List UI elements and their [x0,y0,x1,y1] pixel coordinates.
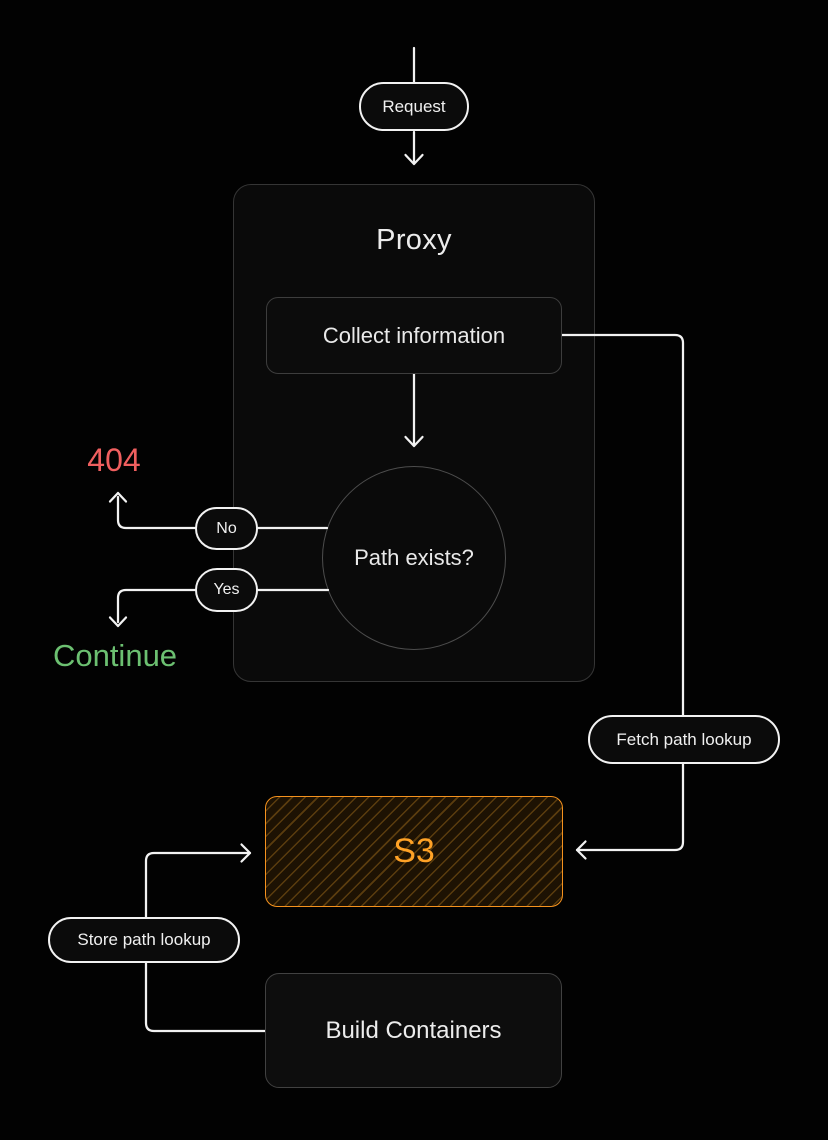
connector-yes-to-continue [116,588,197,624]
s3-node: S3 [265,796,563,907]
arrowhead-right-s3 [240,843,252,863]
build-containers-node: Build Containers [265,973,562,1088]
proxy-title: Proxy [376,224,452,256]
collect-information-label: Collect information [322,322,506,348]
error-404-label: 404 [87,442,141,478]
no-branch-pill: No [195,507,258,550]
path-exists-label: Path exists? [354,545,474,570]
s3-label: S3 [393,832,435,870]
fetch-path-lookup-pill: Fetch path lookup [588,715,780,764]
path-exists-decision: Path exists? [322,466,506,650]
arrowhead-left-s3 [575,840,587,860]
build-containers-label: Build Containers [325,1016,502,1044]
request-node: Request [359,82,469,131]
no-label: No [216,519,237,537]
store-path-lookup-label: Store path lookup [77,930,211,949]
connector-no-to-404 [116,495,197,530]
request-label: Request [382,96,446,116]
arrowhead-up-404 [108,491,128,503]
yes-label: Yes [213,581,240,598]
arrowhead-down-proxy [404,153,424,166]
continue-label: Continue [52,638,178,673]
yes-branch-pill: Yes [195,568,258,612]
fetch-path-lookup-label: Fetch path lookup [616,729,752,749]
arrowhead-down-continue [108,616,128,628]
collect-information-node: Collect information [266,297,562,374]
store-path-lookup-pill: Store path lookup [48,917,240,963]
